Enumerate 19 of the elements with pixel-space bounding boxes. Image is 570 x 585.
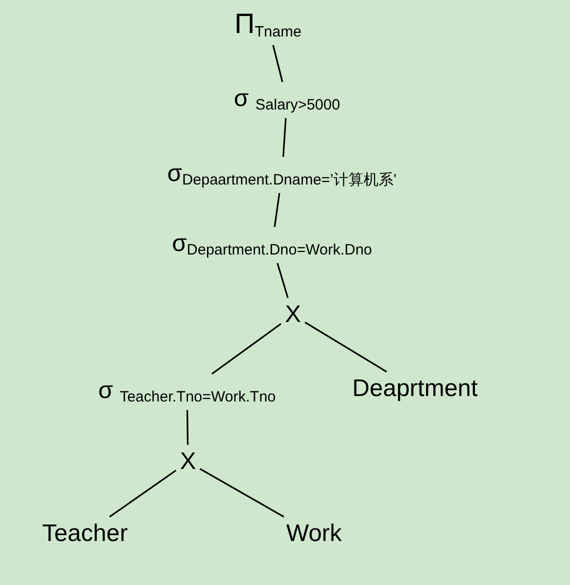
tree-edge — [304, 322, 388, 372]
relation-name: Teacher — [42, 520, 128, 548]
projection-operator: Π$_{Tname}$ — [234, 8, 302, 42]
join-operator: X — [285, 302, 301, 328]
tree-edge — [109, 470, 176, 518]
tree-edge — [211, 323, 282, 375]
join-operator: X — [180, 448, 196, 476]
selection-operator: σ$_{Depaartment.Dname=’计算机系’}$ — [167, 160, 397, 190]
tree-edge — [272, 44, 284, 82]
relation-name: Deaprtment — [352, 376, 478, 402]
relation-name: Work — [286, 520, 342, 548]
tree-edge — [186, 410, 189, 445]
selection-operator: σ $_{Teacher.Tno=Work.Tno}$ — [98, 378, 276, 406]
selection-operator: σ $_{Salary>5000}$ — [234, 86, 340, 114]
tree-edge — [200, 468, 284, 518]
tree-edge — [282, 118, 287, 157]
tree-edge — [276, 262, 289, 298]
selection-operator: σ$_{Department.Dno=Work.Dno}$ — [172, 230, 372, 260]
tree-edge — [274, 193, 280, 227]
